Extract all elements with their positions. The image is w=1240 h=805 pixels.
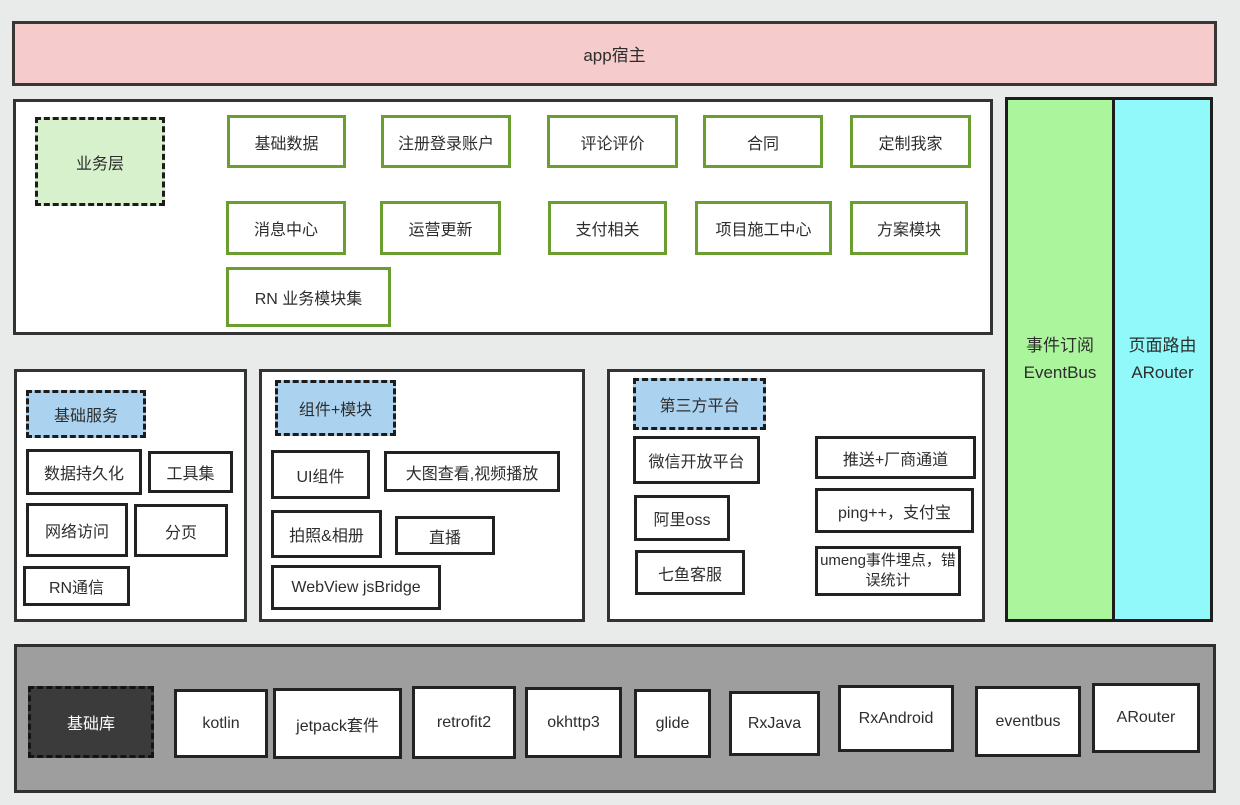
module-label: RxJava bbox=[747, 714, 802, 732]
base-services-tag-label: 基础服务 bbox=[53, 408, 118, 425]
components-modules-tag-label: 组件+模块 bbox=[298, 402, 373, 419]
module-box-payment: 支付相关 bbox=[548, 201, 667, 255]
service-box-rn-comm: RN通信 bbox=[23, 566, 130, 606]
thirdparty-box-push: 推送+厂商通道 bbox=[815, 436, 976, 479]
module-label: 定制我家 bbox=[878, 135, 943, 153]
lib-box-arouter: ARouter bbox=[1092, 683, 1200, 753]
arouter-bar: 页面路由 ARouter bbox=[1112, 97, 1213, 622]
module-label: 项目施工中心 bbox=[715, 222, 812, 239]
module-label: 七鱼客服 bbox=[657, 566, 722, 584]
service-box-paging: 分页 bbox=[134, 504, 228, 557]
app-host-label: app宿主 bbox=[583, 46, 646, 65]
module-label: RN通信 bbox=[48, 580, 105, 597]
base-services-panel: 基础服务 数据持久化 工具集 网络访问 分页 RN通信 bbox=[14, 369, 247, 622]
components-modules-tag: 组件+模块 bbox=[275, 380, 396, 436]
lib-box-rxjava: RxJava bbox=[729, 691, 820, 756]
module-label: 网络访问 bbox=[44, 524, 109, 541]
module-label: 直播 bbox=[428, 529, 461, 547]
business-layer-panel: 业务层 基础数据 注册登录账户 评论评价 合同 定制我家 消息中心 运营更新 支… bbox=[13, 99, 993, 335]
module-box-rn-business: RN 业务模块集 bbox=[226, 267, 391, 327]
module-label: 消息中心 bbox=[253, 222, 318, 239]
module-label: UI组件 bbox=[296, 468, 345, 486]
module-label: 推送+厂商通道 bbox=[842, 451, 949, 469]
component-box-image-video: 大图查看,视频播放 bbox=[384, 451, 560, 492]
module-label: 支付相关 bbox=[575, 222, 640, 239]
module-label: 微信开放平台 bbox=[648, 454, 745, 471]
eventbus-bar: 事件订阅 EventBus bbox=[1005, 97, 1115, 622]
module-label: 工具集 bbox=[166, 466, 215, 483]
lib-box-eventbus: eventbus bbox=[975, 686, 1081, 757]
module-label: 评论评价 bbox=[580, 135, 645, 153]
module-label: 阿里oss bbox=[653, 512, 711, 529]
module-box-message-center: 消息中心 bbox=[226, 201, 346, 255]
third-party-panel: 第三方平台 微信开放平台 阿里oss 七鱼客服 推送+厂商通道 ping++，支… bbox=[607, 369, 985, 622]
module-label: glide bbox=[655, 714, 690, 732]
app-host-banner: app宿主 bbox=[12, 21, 1217, 86]
arouter-bar-label-cn: 页面路由 bbox=[1128, 336, 1197, 356]
module-box-register-login: 注册登录账户 bbox=[381, 115, 511, 168]
module-label: umeng事件埋点，错误统计 bbox=[820, 551, 956, 589]
base-libraries-tag-label: 基础库 bbox=[66, 716, 115, 733]
components-modules-panel: 组件+模块 UI组件 大图查看,视频播放 拍照&相册 直播 WebView js… bbox=[259, 369, 585, 622]
module-label: RN 业务模块集 bbox=[254, 291, 363, 308]
module-label: 数据持久化 bbox=[43, 466, 124, 483]
base-services-tag: 基础服务 bbox=[26, 390, 146, 438]
service-box-persistence: 数据持久化 bbox=[26, 449, 142, 495]
module-box-project-construction: 项目施工中心 bbox=[695, 201, 832, 255]
thirdparty-box-ping-alipay: ping++，支付宝 bbox=[815, 488, 974, 533]
module-label: 合同 bbox=[746, 135, 779, 153]
module-label: 基础数据 bbox=[254, 135, 319, 153]
module-box-custom-home: 定制我家 bbox=[850, 115, 971, 168]
module-box-contract: 合同 bbox=[703, 115, 823, 168]
module-label: jetpack套件 bbox=[296, 717, 379, 735]
module-box-plan-module: 方案模块 bbox=[850, 201, 968, 255]
module-label: okhttp3 bbox=[547, 713, 600, 731]
module-box-basic-data: 基础数据 bbox=[227, 115, 346, 168]
thirdparty-box-umeng: umeng事件埋点，错误统计 bbox=[815, 546, 961, 596]
lib-box-rxandroid: RxAndroid bbox=[838, 685, 954, 752]
module-label: 分页 bbox=[164, 524, 197, 542]
lib-box-okhttp3: okhttp3 bbox=[525, 687, 622, 758]
component-box-camera-album: 拍照&相册 bbox=[271, 510, 382, 558]
module-label: kotlin bbox=[202, 714, 240, 732]
service-box-network: 网络访问 bbox=[26, 503, 128, 557]
arouter-bar-label-en: ARouter bbox=[1131, 362, 1194, 382]
module-label: 拍照&相册 bbox=[289, 528, 364, 545]
business-layer-tag-label: 业务层 bbox=[75, 155, 124, 173]
lib-box-kotlin: kotlin bbox=[174, 689, 268, 758]
thirdparty-box-wechat: 微信开放平台 bbox=[633, 436, 760, 484]
third-party-tag-label: 第三方平台 bbox=[659, 398, 740, 415]
third-party-tag: 第三方平台 bbox=[633, 378, 766, 430]
module-label: 方案模块 bbox=[876, 222, 941, 239]
service-box-utils: 工具集 bbox=[148, 451, 233, 493]
module-box-operation-update: 运营更新 bbox=[380, 201, 501, 255]
module-label: 大图查看,视频播放 bbox=[405, 465, 539, 483]
module-label: eventbus bbox=[995, 712, 1061, 730]
module-label: RxAndroid bbox=[858, 709, 934, 727]
module-label: ARouter bbox=[1116, 709, 1176, 726]
base-libraries-bar: 基础库 kotlin jetpack套件 retrofit2 okhttp3 g… bbox=[14, 644, 1216, 793]
component-box-webview-jsbridge: WebView jsBridge bbox=[271, 565, 441, 610]
module-label: 注册登录账户 bbox=[397, 135, 494, 153]
business-layer-tag: 业务层 bbox=[35, 117, 165, 206]
eventbus-bar-label-cn: 事件订阅 bbox=[1025, 336, 1094, 356]
lib-box-retrofit2: retrofit2 bbox=[412, 686, 516, 759]
base-libraries-tag: 基础库 bbox=[28, 686, 154, 758]
lib-box-glide: glide bbox=[634, 689, 711, 758]
eventbus-bar-label-en: EventBus bbox=[1023, 362, 1097, 382]
module-label: ping++，支付宝 bbox=[838, 504, 951, 522]
thirdparty-box-qiyu: 七鱼客服 bbox=[635, 550, 745, 595]
module-label: WebView jsBridge bbox=[291, 578, 421, 596]
module-label: 运营更新 bbox=[408, 222, 473, 239]
thirdparty-box-ali-oss: 阿里oss bbox=[634, 495, 730, 541]
component-box-live: 直播 bbox=[395, 516, 495, 555]
lib-box-jetpack: jetpack套件 bbox=[273, 688, 402, 759]
component-box-ui: UI组件 bbox=[271, 450, 370, 499]
module-label: retrofit2 bbox=[436, 713, 492, 731]
module-box-comment-review: 评论评价 bbox=[547, 115, 678, 168]
